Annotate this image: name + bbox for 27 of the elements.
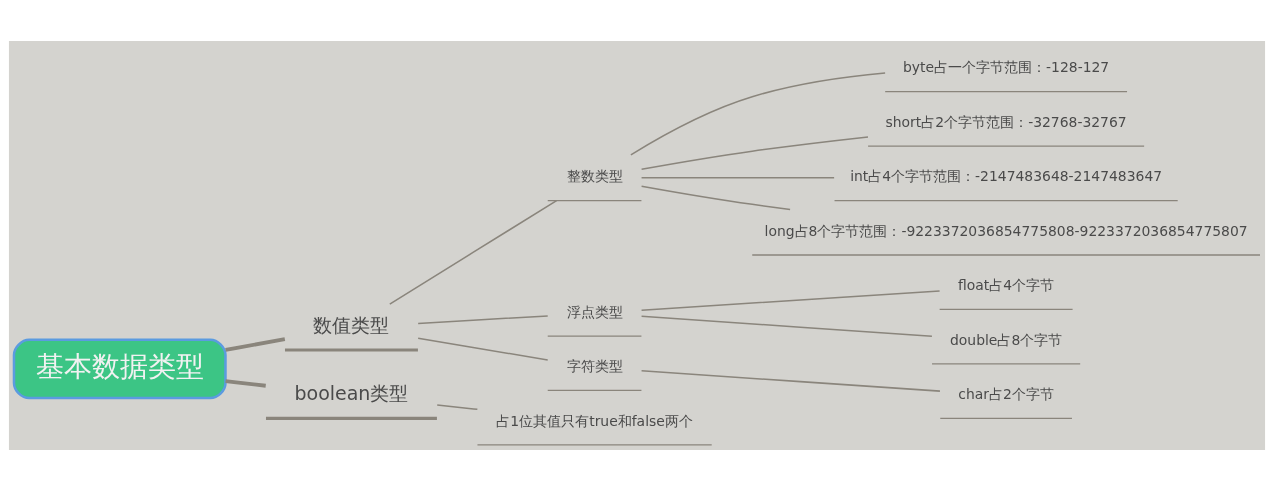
node-text: float占4个字节 [958,277,1055,294]
node-box: 基本数据类型 [12,338,227,400]
node-text: short占2个字节范围：-32768-32767 [885,113,1127,130]
connector [640,370,941,392]
connector [630,72,886,156]
connector [640,136,869,170]
node-text: byte占一个字节范围：-128-127 [903,59,1110,76]
connector [640,315,933,337]
node-text: 数值类型 [313,313,390,336]
node-text: 字符类型 [566,358,623,375]
node-text: long占8个字节范围：-9223372036854775808-9223372036854775807 [764,222,1248,239]
node-text: boolean类型 [294,381,409,404]
connector [225,337,286,352]
node-text: 浮点类型 [566,303,623,320]
connector [417,315,549,325]
connector [417,337,549,361]
node-text: double占8个字节 [949,331,1063,348]
node-text: 整数类型 [566,168,623,185]
node-text: char占2个字节 [958,386,1054,403]
connector [640,177,835,179]
node-text: 占1位其值只有true和false两个 [496,412,693,429]
connector [640,290,941,312]
connector [436,404,479,411]
node-text: int占4个字节范围：-2147483648-2147483647 [850,168,1163,185]
connector [389,199,558,305]
connector [640,185,791,211]
connector [225,379,266,388]
